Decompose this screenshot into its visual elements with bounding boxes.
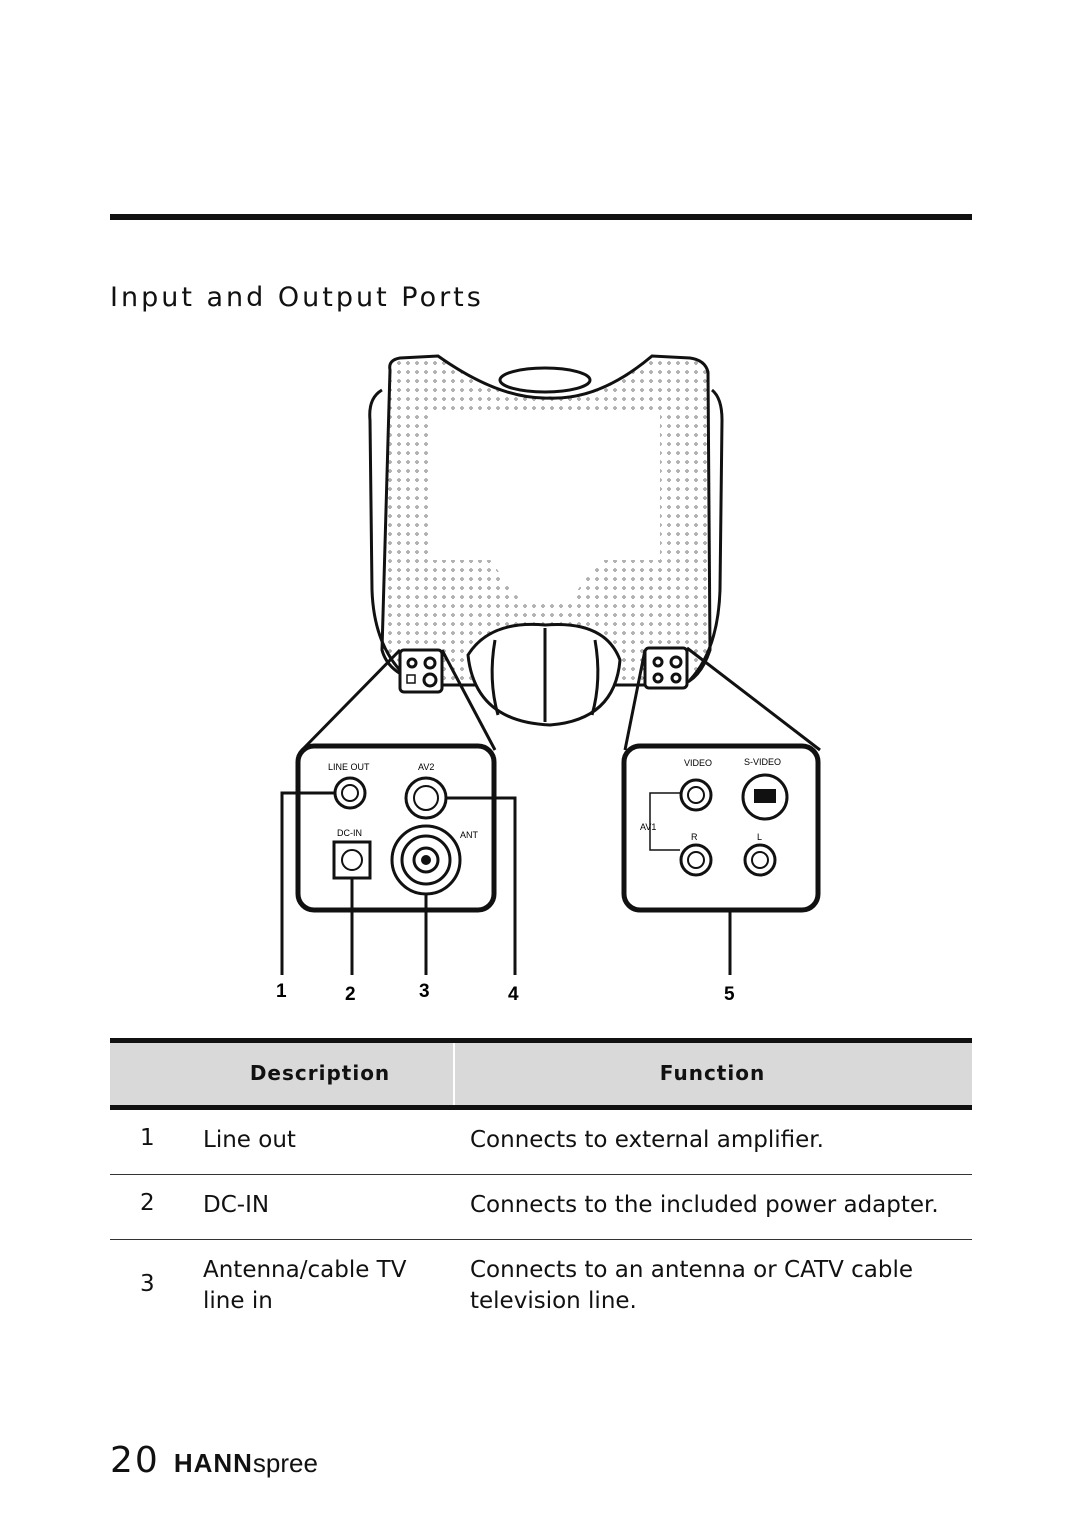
- callout-2: 2: [345, 984, 356, 1005]
- callout-5: 5: [724, 984, 735, 1005]
- zoom-connector-lines: [300, 646, 821, 752]
- right-port-panel: VIDEO S-VIDEO AV1 R L: [621, 743, 821, 913]
- callout-3: 3: [419, 981, 430, 1002]
- row-description: Antenna/cable TV line in: [203, 1257, 407, 1314]
- ant-label: ANT: [460, 830, 479, 840]
- av2-label: AV2: [418, 762, 434, 772]
- table-row: 3 Antenna/cable TV line in Connects to a…: [110, 1240, 972, 1340]
- description-header: Description: [249, 1061, 391, 1085]
- table-row: 2 DC-IN Connects to the included power a…: [110, 1175, 972, 1240]
- row-number: 3: [140, 1271, 155, 1297]
- tv-body: [368, 354, 724, 727]
- tv-rear-panel-diagram: LINE OUT AV2 DC-IN ANT VIDEO S-VIDEO AV1…: [276, 354, 821, 1005]
- section-title: Input and Output Ports: [110, 282, 484, 313]
- row-description: DC-IN: [203, 1192, 270, 1218]
- left-port-panel: LINE OUT AV2 DC-IN ANT: [295, 743, 497, 913]
- row-number: 1: [140, 1125, 155, 1151]
- row-function: Connects to an antenna or CATV cable tel…: [470, 1257, 913, 1314]
- callout-4: 4: [508, 984, 519, 1005]
- function-header: Function: [659, 1061, 766, 1085]
- callout-leader-lines: [280, 791, 732, 975]
- line-out-label: LINE OUT: [328, 762, 370, 772]
- l-label: L: [757, 832, 762, 842]
- row-number: 2: [140, 1190, 155, 1216]
- page-footer: 20 HANNspree: [110, 1440, 318, 1481]
- row-function: Connects to the included power adapter.: [470, 1192, 939, 1218]
- row-function: Connects to external amplifier.: [470, 1127, 824, 1153]
- r-label: R: [691, 832, 698, 842]
- callout-1: 1: [276, 981, 287, 1002]
- dc-in-label: DC-IN: [337, 828, 362, 838]
- av1-label: AV1: [640, 822, 656, 832]
- s-video-label: S-VIDEO: [744, 757, 781, 767]
- row-description: Line out: [203, 1127, 296, 1153]
- table-header: Description Function: [110, 1038, 972, 1110]
- video-label: VIDEO: [684, 758, 712, 768]
- brand-logo: HANNspree: [173, 1448, 318, 1478]
- ports-table: Description Function 1 Line out Connects…: [110, 1038, 972, 1340]
- top-rule: [110, 214, 972, 220]
- page-number: 20: [110, 1440, 160, 1481]
- table-row: 1 Line out Connects to external amplifie…: [110, 1110, 972, 1175]
